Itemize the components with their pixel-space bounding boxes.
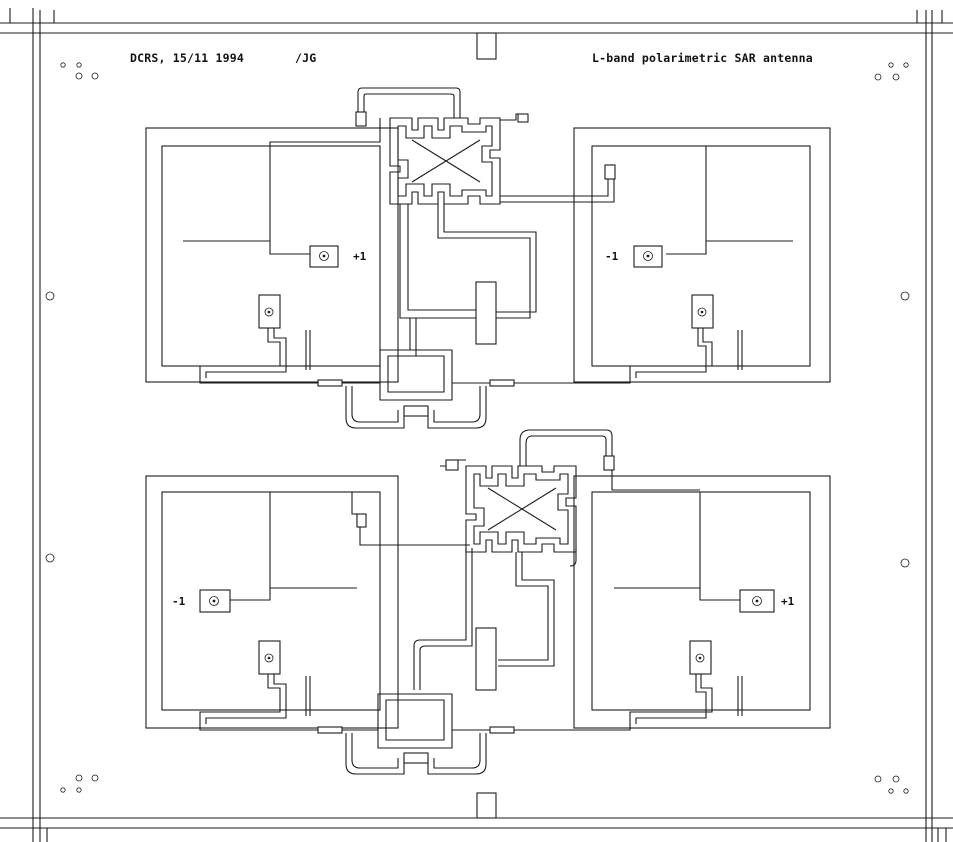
polarity-label-top-left: +1	[353, 250, 367, 263]
feed-network-bottom	[342, 429, 700, 775]
header-institution-date: DCRS, 15/11 1994	[130, 51, 244, 65]
header-initials: /JG	[295, 51, 317, 65]
patch-bottom-right	[489, 475, 831, 734]
board-frame	[0, 8, 953, 842]
feed-network-top	[269, 87, 616, 429]
mounting-holes	[45, 62, 910, 794]
polarity-label-top-right: -1	[605, 250, 619, 263]
polarity-label-bottom-left: -1	[172, 595, 186, 608]
patch-top-left	[145, 127, 399, 387]
patch-bottom-left	[145, 475, 470, 734]
patch-top-right	[489, 127, 831, 387]
polarity-label-bottom-right: +1	[781, 595, 795, 608]
header-title: L-band polarimetric SAR antenna	[592, 51, 813, 65]
